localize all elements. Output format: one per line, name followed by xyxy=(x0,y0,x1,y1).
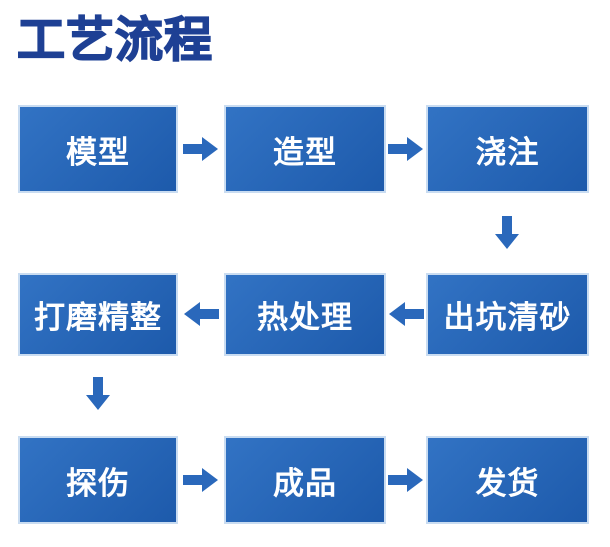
page-title: 工艺流程 xyxy=(16,14,214,67)
arrow-down-icon xyxy=(84,377,112,411)
flow-step-depitting-sand-cleaning: 出坑清砂 xyxy=(426,273,589,356)
flow-step-label: 探伤 xyxy=(66,465,130,501)
arrow-right-icon xyxy=(183,466,219,494)
flow-step-label: 热处理 xyxy=(257,300,353,335)
flow-step-label: 打磨精整 xyxy=(34,300,162,335)
flow-step-model: 模型 xyxy=(18,105,178,193)
flow-step-label: 浇注 xyxy=(475,134,540,170)
flow-step-heat-treatment: 热处理 xyxy=(224,273,386,356)
flow-step-label: 出坑清砂 xyxy=(443,300,572,335)
arrow-right-icon xyxy=(183,135,219,163)
flow-step-label: 成品 xyxy=(273,465,337,501)
arrow-right-icon xyxy=(388,466,424,494)
arrow-left-icon xyxy=(388,300,424,328)
flow-step-label: 发货 xyxy=(475,465,540,501)
flow-step-pouring: 浇注 xyxy=(426,105,589,193)
flow-step-molding: 造型 xyxy=(224,105,386,193)
flow-step-label: 模型 xyxy=(66,134,130,170)
flow-step-shipping: 发货 xyxy=(426,436,589,524)
arrow-left-icon xyxy=(183,300,219,328)
arrow-down-icon xyxy=(493,216,521,250)
flow-step-flaw-detection: 探伤 xyxy=(18,436,178,524)
arrow-right-icon xyxy=(388,135,424,163)
flow-step-grinding-finishing: 打磨精整 xyxy=(18,273,178,356)
flow-step-finished-product: 成品 xyxy=(224,436,386,524)
flow-step-label: 造型 xyxy=(273,134,337,170)
